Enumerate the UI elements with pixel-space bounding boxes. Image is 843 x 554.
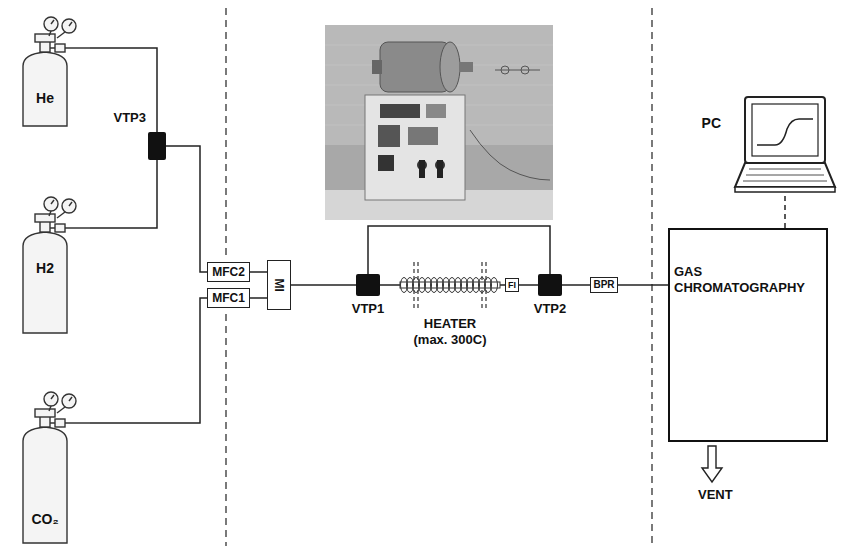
gas-chromatograph: GAS CHROMATOGRAPHY <box>668 228 828 442</box>
gas-line <box>519 284 538 286</box>
gas-line <box>562 284 590 286</box>
vent-label: VENT <box>698 487 733 503</box>
instrument-label: GAS CHROMATOGRAPHY <box>674 264 809 295</box>
heater-label: HEATER (max. 300C) <box>405 316 495 347</box>
gas-cylinder: CO₂ <box>15 385 90 545</box>
gas-line <box>380 284 400 286</box>
box-label: BPR <box>593 279 614 291</box>
laptop-drawing <box>735 95 835 195</box>
valve-label: VTP3 <box>113 110 146 126</box>
vent-arrow <box>702 446 722 482</box>
data-link <box>784 195 786 228</box>
gas-line <box>291 284 356 286</box>
gas-line <box>250 271 267 273</box>
heater-coil: HEATER (max. 300C) <box>400 277 500 293</box>
box-label: FI <box>508 280 516 291</box>
gas-name: He <box>23 90 67 107</box>
mass-flow-controller: MFC2 <box>207 262 250 282</box>
gas-line <box>368 226 550 274</box>
gas-line <box>90 48 157 132</box>
gas-name: CO₂ <box>23 511 67 528</box>
separator-lines <box>226 8 652 546</box>
gas-cylinder: He <box>15 10 90 128</box>
back-pressure-regulator: BPR <box>590 277 618 293</box>
cylinder-outline <box>15 10 90 128</box>
valve-label: VTP2 <box>534 301 567 317</box>
gas-line <box>250 297 267 299</box>
box-label: MFC1 <box>212 291 245 305</box>
valve-label: VTP1 <box>352 301 385 317</box>
heater-coil-drawing <box>400 277 500 293</box>
computer: PC <box>735 95 835 195</box>
three-way-valve: VTP2 <box>538 274 562 296</box>
mixer-box: MI <box>267 260 291 310</box>
gas-line <box>90 298 207 423</box>
computer-label: PC <box>702 115 721 132</box>
gas-name: H2 <box>23 260 67 277</box>
gas-line <box>166 146 207 272</box>
flow-indicator: FI <box>505 278 519 292</box>
setup-photo <box>325 25 553 220</box>
mixer-label: MI <box>272 278 286 291</box>
three-way-valve: VTP1 <box>356 274 380 296</box>
gas-cylinder: H2 <box>15 190 90 335</box>
box-label: MFC2 <box>212 265 245 279</box>
gas-line <box>618 284 668 286</box>
three-way-valve: VTP3 <box>148 132 166 160</box>
mass-flow-controller: MFC1 <box>207 288 250 308</box>
gas-line <box>90 160 157 228</box>
